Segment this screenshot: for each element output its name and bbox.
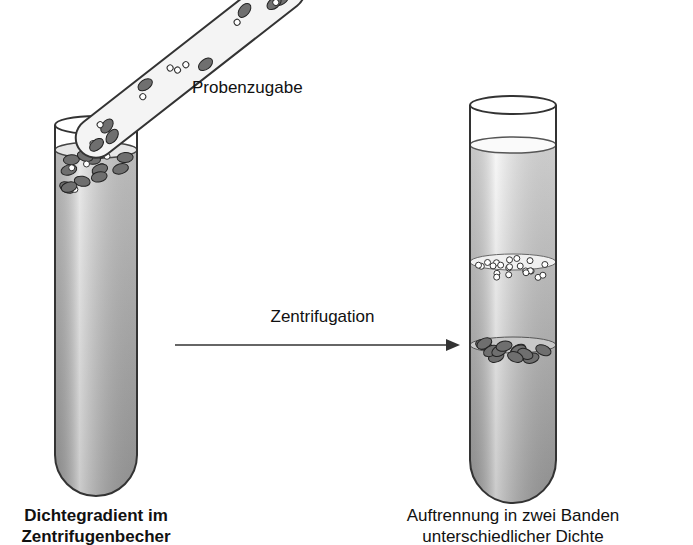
left-tube bbox=[55, 125, 137, 496]
tube: Dichtegradient im Zentrifugenbecher bbox=[55, 125, 137, 497]
small-particle bbox=[69, 165, 75, 171]
small-particle bbox=[527, 258, 533, 264]
process-arrow bbox=[175, 339, 460, 351]
tube-caption: Auftrennung in zwei Banden unterschiedli… bbox=[393, 505, 633, 545]
small-particle bbox=[514, 255, 520, 261]
pipette bbox=[68, 0, 313, 166]
small-particle bbox=[84, 161, 90, 167]
glass-shading bbox=[55, 150, 137, 496]
right-tube bbox=[470, 105, 556, 503]
band-top bbox=[470, 254, 556, 270]
small-particle bbox=[182, 61, 190, 69]
tube-rim bbox=[470, 96, 556, 114]
small-particle bbox=[523, 270, 529, 276]
small-particle bbox=[507, 257, 513, 263]
small-particle bbox=[166, 64, 174, 72]
small-particle bbox=[542, 261, 548, 267]
large-particle bbox=[60, 180, 78, 194]
small-particle bbox=[233, 18, 241, 26]
large-particle bbox=[506, 349, 524, 364]
sample-label: Probenzugabe bbox=[192, 78, 303, 98]
large-particle bbox=[136, 76, 155, 93]
large-particle bbox=[495, 340, 513, 353]
tube-caption: Dichtegradient im Zentrifugenbecher bbox=[0, 505, 216, 545]
small-particle bbox=[173, 66, 181, 74]
large-particle bbox=[90, 170, 108, 183]
small-particle bbox=[96, 121, 104, 129]
small-particle bbox=[507, 264, 513, 270]
arrow-line bbox=[175, 344, 448, 346]
small-particle bbox=[139, 92, 147, 100]
large-particle bbox=[196, 55, 215, 73]
gradient-liquid bbox=[55, 150, 137, 496]
gradient-liquid bbox=[470, 145, 556, 503]
small-particle bbox=[540, 272, 546, 278]
small-particle bbox=[475, 262, 481, 268]
arrow-head bbox=[446, 339, 460, 351]
arrow-label: Zentrifugation bbox=[271, 307, 375, 327]
tube: Auftrennung in zwei Banden unterschiedli… bbox=[470, 105, 556, 503]
liquid-surface bbox=[470, 137, 556, 153]
large-particle bbox=[103, 127, 120, 146]
large-particle bbox=[236, 1, 254, 20]
glass-shading bbox=[470, 145, 556, 503]
small-particle bbox=[485, 259, 491, 265]
small-particle bbox=[517, 263, 523, 269]
small-particle bbox=[498, 262, 504, 268]
small-particle bbox=[490, 263, 496, 269]
small-particle bbox=[272, 0, 280, 7]
large-particle bbox=[60, 163, 78, 177]
large-particle bbox=[112, 162, 130, 176]
small-particle bbox=[506, 272, 512, 278]
large-particle bbox=[265, 0, 284, 12]
large-particle bbox=[117, 152, 134, 163]
large-particle bbox=[87, 136, 106, 154]
small-particle bbox=[494, 274, 500, 280]
